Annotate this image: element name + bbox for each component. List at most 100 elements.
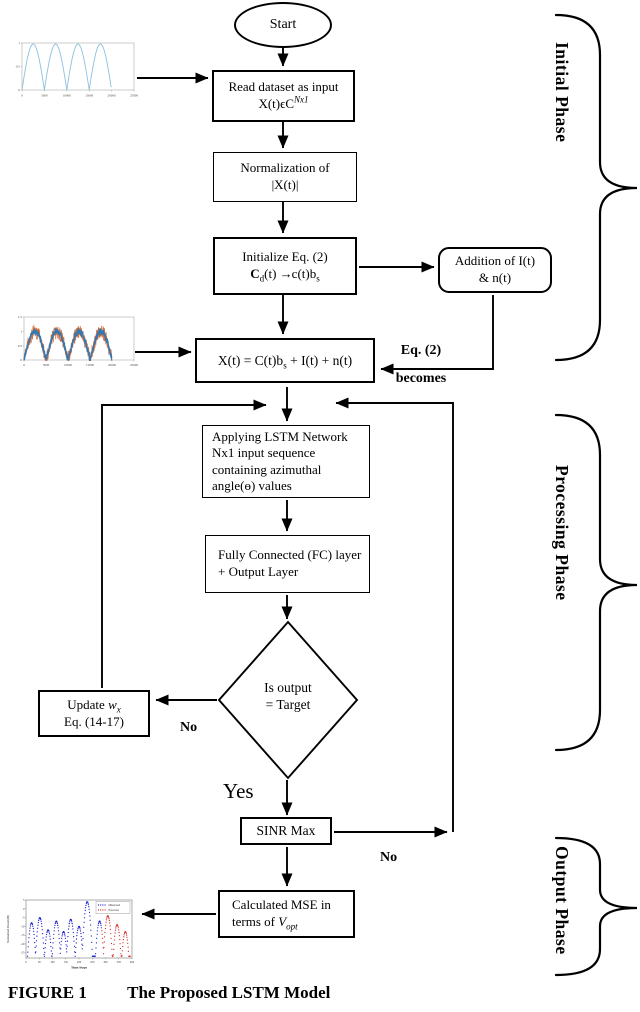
normalization-node: Normalization of |X(t)| bbox=[213, 152, 357, 202]
svg-text:0: 0 bbox=[21, 94, 23, 98]
svg-text:5: 5 bbox=[23, 899, 25, 902]
update-weights-node: Update wx Eq. (14-17) bbox=[38, 690, 150, 737]
node-text: Eq. (14-17) bbox=[64, 713, 124, 729]
initialize-node: Initialize Eq. (2) Cd(t) →c(t)bs bbox=[213, 237, 357, 295]
svg-text:1.5: 1.5 bbox=[18, 315, 23, 319]
svg-text:150: 150 bbox=[64, 961, 69, 964]
eq2-becomes-label-line2: becomes bbox=[395, 371, 447, 386]
yes-branch-label: Yes bbox=[223, 779, 254, 803]
svg-text:400: 400 bbox=[130, 961, 135, 964]
node-text-fragment: C bbox=[250, 266, 260, 281]
svg-text:1: 1 bbox=[20, 330, 22, 334]
addition-node: Addition of I(t) & n(t) bbox=[438, 247, 552, 293]
decision-diamond bbox=[217, 620, 359, 780]
node-text-fragment: Update bbox=[67, 696, 109, 712]
svg-text:0: 0 bbox=[23, 363, 25, 367]
subscript-fragment: opt bbox=[286, 921, 298, 932]
subscript-fragment: x bbox=[116, 704, 121, 715]
signal-model-node: X(t) = C(t)bs + I(t) + n(t) bbox=[195, 338, 375, 383]
flow-arrows bbox=[101, 48, 494, 920]
subscript-fragment: s bbox=[316, 273, 320, 284]
node-text-fragment: + I(t) + n(t) bbox=[286, 352, 353, 368]
svg-text:25000: 25000 bbox=[130, 363, 138, 367]
lstm-node: Applying LSTM Network Nx1 input sequence… bbox=[202, 425, 370, 498]
node-text: |X(t)| bbox=[271, 177, 299, 192]
node-text: terms of Vopt bbox=[232, 914, 353, 931]
svg-text:10000: 10000 bbox=[64, 363, 72, 367]
node-text: = Target bbox=[265, 697, 311, 712]
brace-processing-phase bbox=[554, 413, 638, 752]
mse-node: Calculated MSE in terms of Vopt bbox=[218, 890, 355, 938]
noisy-signal-plot: 1.5 1 0.5 00 5000 10000 15000 20000 25000 bbox=[18, 315, 138, 367]
superscript-fragment: Nx1 bbox=[294, 94, 309, 105]
node-text: Addition of I(t) bbox=[454, 253, 536, 269]
svg-text:25000: 25000 bbox=[130, 94, 138, 98]
decision-label: Is output = Target bbox=[238, 679, 338, 713]
x-axis-label: Time Steps bbox=[71, 966, 88, 970]
svg-text:0: 0 bbox=[18, 88, 20, 92]
svg-text:350: 350 bbox=[117, 961, 122, 964]
node-text: SINR Max bbox=[256, 823, 316, 839]
svg-text:5000: 5000 bbox=[43, 363, 50, 367]
y-axis-label: Normalized Power(dB) bbox=[6, 915, 10, 943]
node-text: Initialize Eq. (2) bbox=[242, 249, 328, 265]
svg-text:-5: -5 bbox=[22, 917, 25, 920]
node-text: containing azimuthal bbox=[212, 461, 322, 477]
fc-layer-node: Fully Connected (FC) layer + Output Laye… bbox=[205, 535, 370, 593]
svg-text:0: 0 bbox=[25, 961, 27, 964]
node-text-fragment: c(t)b bbox=[291, 266, 317, 281]
phase-label-processing: Processing Phase bbox=[552, 465, 572, 601]
node-text: X(t)ϵCNx1 bbox=[214, 94, 353, 113]
no-branch-label-right: No bbox=[380, 850, 398, 865]
flow-arrow bbox=[380, 295, 494, 375]
node-text-fragment: w bbox=[108, 696, 117, 712]
svg-text:-10: -10 bbox=[21, 925, 25, 928]
flow-arrow bbox=[101, 399, 267, 688]
start-node: Start bbox=[234, 2, 332, 48]
figure-caption: FIGURE 1 The Proposed LSTM Model bbox=[8, 983, 330, 1003]
subscript-fragment: s bbox=[283, 360, 287, 371]
sinr-max-node: SINR Max bbox=[240, 817, 332, 845]
svg-text:1: 1 bbox=[18, 41, 20, 45]
node-text: Calculated MSE in bbox=[232, 897, 331, 913]
svg-text:0: 0 bbox=[23, 908, 25, 911]
node-text: + Output Layer bbox=[218, 564, 299, 579]
svg-text:20000: 20000 bbox=[108, 94, 116, 98]
phase-label-output: Output Phase bbox=[552, 846, 572, 955]
node-text: Cd(t) →c(t)bs bbox=[215, 266, 355, 283]
svg-text:20000: 20000 bbox=[108, 363, 116, 367]
svg-text:Observed: Observed bbox=[109, 903, 121, 907]
svg-text:0: 0 bbox=[20, 358, 22, 362]
svg-text:0.5: 0.5 bbox=[18, 344, 23, 348]
svg-text:250: 250 bbox=[90, 961, 95, 964]
figure-title: The Proposed LSTM Model bbox=[127, 983, 331, 1002]
svg-text:-25: -25 bbox=[21, 952, 25, 955]
node-text-fragment: terms of bbox=[232, 914, 279, 929]
flow-arrow bbox=[335, 397, 454, 832]
svg-text:100: 100 bbox=[50, 961, 55, 964]
subscript-fragment: d bbox=[259, 273, 265, 284]
svg-text:Forecast: Forecast bbox=[109, 908, 119, 912]
node-text: X(t) = C(t)bs + I(t) + n(t) bbox=[197, 352, 373, 370]
svg-text:50: 50 bbox=[38, 961, 41, 964]
node-text: Update wx bbox=[40, 697, 148, 714]
start-label: Start bbox=[269, 17, 297, 32]
node-text-fragment: (t) bbox=[264, 266, 280, 281]
node-text: & n(t) bbox=[478, 270, 512, 285]
svg-text:-15: -15 bbox=[21, 934, 25, 937]
phase-braces bbox=[554, 13, 638, 977]
node-text: Nx1 input sequence bbox=[212, 445, 316, 460]
svg-text:15000: 15000 bbox=[85, 94, 93, 98]
brace-initial-phase bbox=[554, 13, 638, 362]
figure-tag: FIGURE 1 bbox=[8, 983, 87, 1002]
svg-text:15000: 15000 bbox=[86, 363, 94, 367]
node-text: Fully Connected (FC) layer bbox=[218, 547, 362, 563]
node-text-fragment: X(t) = C(t)b bbox=[217, 352, 284, 368]
brace-output-phase bbox=[554, 836, 638, 977]
right-arrow-glyph: → bbox=[279, 266, 293, 281]
node-text: Applying LSTM Network bbox=[212, 428, 348, 444]
